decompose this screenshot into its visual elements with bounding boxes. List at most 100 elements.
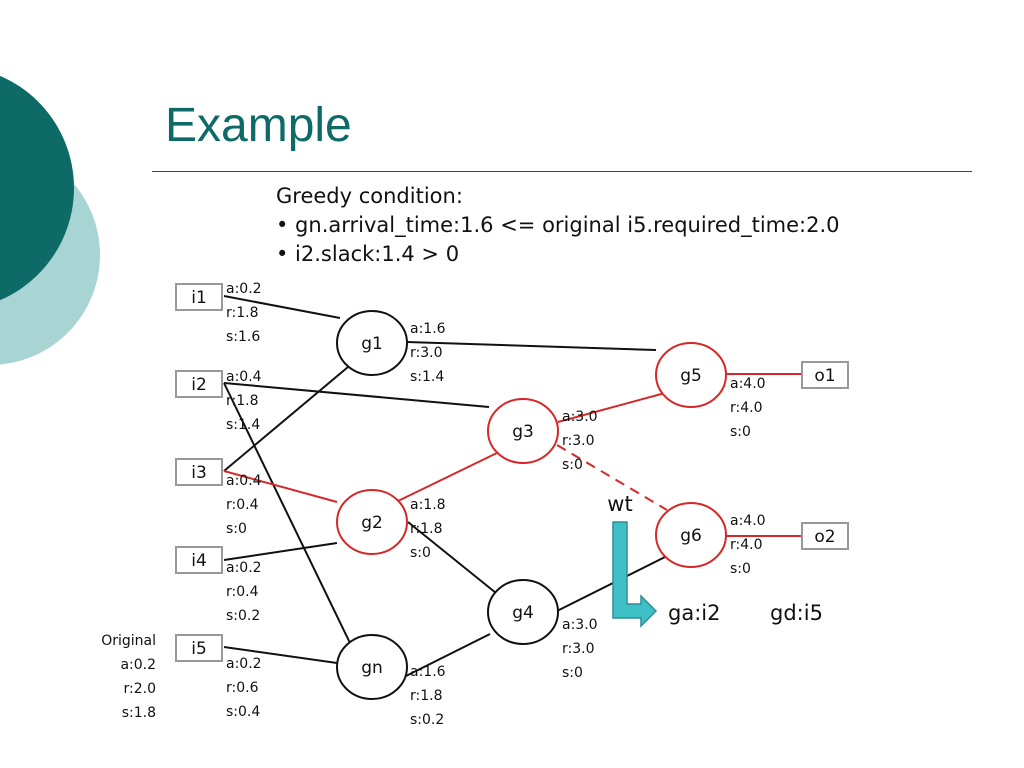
- output-label: o1: [814, 366, 835, 386]
- i3-slack: s:0: [226, 521, 247, 537]
- wt-label: wt: [607, 492, 632, 516]
- edge-g1-g5: [406, 341, 657, 351]
- gate-gn: gn: [336, 634, 408, 700]
- gate-circle: [655, 342, 727, 408]
- i5-arrival: a:0.2: [226, 656, 262, 672]
- gate-g2: g2: [336, 489, 408, 555]
- original-annotation: Original a:0.2 r:2.0 s:1.8: [101, 633, 156, 721]
- gate-circle: [655, 502, 727, 568]
- input-label: i3: [191, 463, 207, 483]
- condition-heading: Greedy condition:: [276, 184, 463, 208]
- input-i5: i5: [175, 634, 223, 662]
- gate-circle: [487, 579, 559, 645]
- title-divider: [152, 171, 972, 172]
- output-o2: o2: [801, 522, 849, 550]
- wt-arrow: wt ga:i2 gd:i5: [607, 492, 823, 628]
- gate-circle: [487, 398, 559, 464]
- g2-slack: s:0: [410, 545, 431, 561]
- edge-i2-gn: [223, 382, 351, 644]
- i1-arrival: a:0.2: [226, 281, 262, 297]
- gate-label: gn: [361, 658, 383, 678]
- input-box: [175, 370, 223, 398]
- bent-arrow-icon: [612, 521, 658, 628]
- g4-arrival: a:3.0: [562, 617, 598, 633]
- original-label: Original: [101, 633, 156, 649]
- input-i4: i4: [175, 546, 223, 574]
- gate-circle: [336, 310, 408, 376]
- gd-label: gd:i5: [770, 601, 823, 625]
- i5-required: r:0.6: [226, 680, 259, 696]
- edge-i1-g1: [223, 295, 341, 319]
- i4-required: r:0.4: [226, 584, 259, 600]
- input-annotations: a:0.2 r:1.8 s:1.6 a:0.4 r:1.8 s:1.4 a:0.…: [226, 281, 262, 720]
- edge-g3-g6: [556, 444, 668, 511]
- ga-label: ga:i2: [668, 601, 720, 625]
- edge-g3-g5: [557, 392, 666, 423]
- input-i2: i2: [175, 370, 223, 398]
- gate-label: g3: [512, 422, 534, 442]
- i3-arrival: a:0.4: [226, 473, 262, 489]
- i2-slack: s:1.4: [226, 417, 260, 433]
- input-label: i4: [191, 551, 207, 571]
- gate-circle: [336, 489, 408, 555]
- g2-arrival: a:1.8: [410, 497, 446, 513]
- g6-arrival: a:4.0: [730, 513, 766, 529]
- gate-circle: [336, 634, 408, 700]
- output-box: [801, 361, 849, 389]
- gate-nodes: g1 g2 g3 g4 g5 g6: [336, 310, 727, 700]
- g4-slack: s:0: [562, 665, 583, 681]
- gn-arrival: a:1.6: [410, 664, 446, 680]
- input-nodes: i1 i2 i3 i4 i5: [175, 283, 223, 662]
- input-label: i5: [191, 639, 207, 659]
- edge-i5-gn: [223, 646, 338, 664]
- g5-slack: s:0: [730, 424, 751, 440]
- g1-required: r:3.0: [410, 345, 443, 361]
- input-box: [175, 283, 223, 311]
- g6-required: r:4.0: [730, 537, 763, 553]
- gate-label: g4: [512, 603, 534, 623]
- g5-required: r:4.0: [730, 400, 763, 416]
- g6-slack: s:0: [730, 561, 751, 577]
- decor-circle-dark: [0, 75, 74, 301]
- gate-label: g2: [361, 513, 383, 533]
- i2-required: r:1.8: [226, 393, 259, 409]
- edge-i4-g2: [223, 542, 338, 561]
- i4-arrival: a:0.2: [226, 560, 262, 576]
- gate-g4: g4: [487, 579, 559, 645]
- condition-bullet-2: • i2.slack:1.4 > 0: [276, 242, 460, 266]
- edge-g2-g4: [407, 521, 497, 594]
- input-box: [175, 634, 223, 662]
- edge-i3-g1: [223, 366, 349, 472]
- edge-g2-g3: [397, 451, 500, 502]
- i3-required: r:0.4: [226, 497, 259, 513]
- input-box: [175, 458, 223, 486]
- output-box: [801, 522, 849, 550]
- edge-i2-g3: [223, 382, 490, 408]
- i2-arrival: a:0.4: [226, 369, 262, 385]
- g4-required: r:3.0: [562, 641, 595, 657]
- gn-required: r:1.8: [410, 688, 443, 704]
- input-label: i1: [191, 288, 207, 308]
- gate-label: g6: [680, 526, 702, 546]
- original-arrival: a:0.2: [120, 657, 156, 673]
- condition-bullet-1: • gn.arrival_time:1.6 <= original i5.req…: [276, 213, 840, 237]
- output-nodes: o1 o2: [801, 361, 849, 550]
- input-label: i2: [191, 375, 207, 395]
- gate-g5: g5: [655, 342, 727, 408]
- g1-arrival: a:1.6: [410, 321, 446, 337]
- edge-g4-g6: [556, 555, 668, 612]
- output-label: o2: [814, 527, 835, 547]
- edges: [223, 295, 802, 677]
- input-i1: i1: [175, 283, 223, 311]
- original-required: r:2.0: [124, 681, 157, 697]
- gn-slack: s:0.2: [410, 712, 444, 728]
- gate-label: g5: [680, 366, 702, 386]
- gate-g3: g3: [487, 398, 559, 464]
- edge-gn-g4: [405, 633, 491, 677]
- gate-g1: g1: [336, 310, 408, 376]
- g1-slack: s:1.4: [410, 369, 444, 385]
- g3-arrival: a:3.0: [562, 409, 598, 425]
